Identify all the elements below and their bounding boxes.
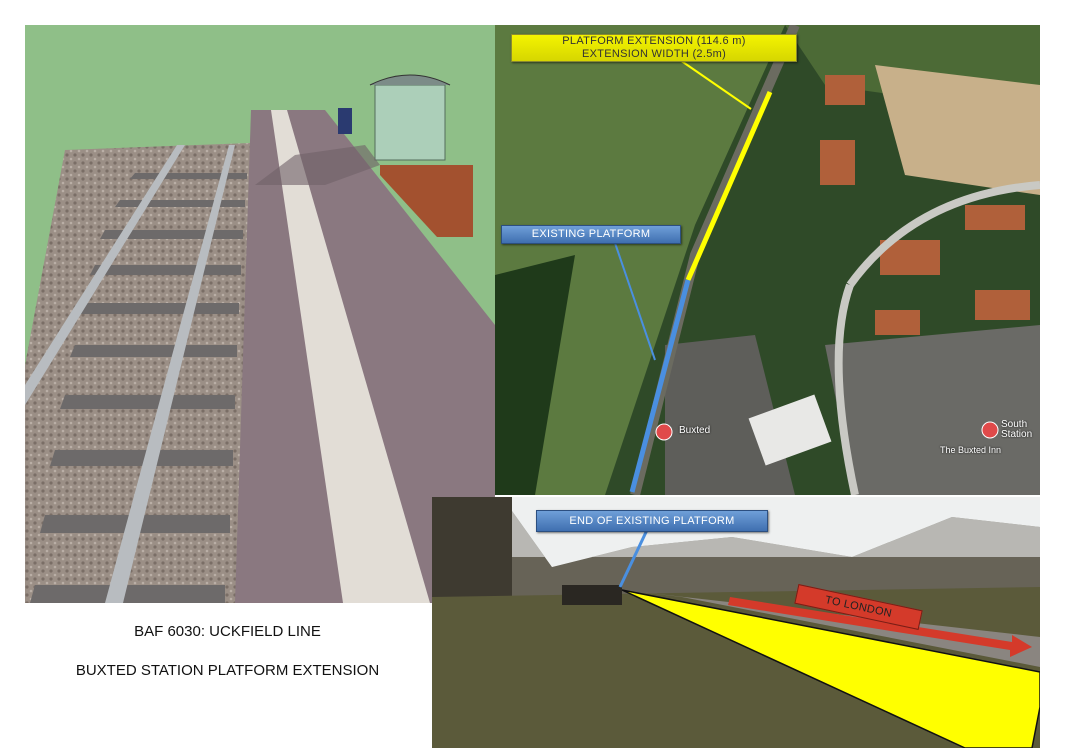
render-image (25, 25, 495, 603)
aerial-image (495, 25, 1040, 495)
caption-line-1: BAF 6030: UCKFIELD LINE (134, 623, 321, 640)
map-label-buxted: Buxted (679, 425, 711, 436)
platform-3d-render (25, 25, 495, 603)
bin-icon (338, 108, 352, 134)
aerial-map: PLATFORM EXTENSION (114.6 m) EXTENSION W… (495, 25, 1040, 495)
extension-length-text: PLATFORM EXTENSION (114.6 m) (562, 35, 746, 47)
map-label-south-station: South Station (1001, 420, 1033, 440)
caption-line-2: BUXTED STATION PLATFORM EXTENSION (75, 662, 380, 679)
extension-width-text: EXTENSION WIDTH (2.5m) (581, 48, 727, 60)
station-marker-icon (981, 421, 999, 439)
map-label-inn: The Buxted Inn (940, 445, 1002, 455)
end-of-platform-label: END OF EXISTING PLATFORM (536, 510, 768, 532)
station-marker-icon (655, 423, 673, 441)
existing-platform-label: EXISTING PLATFORM (501, 225, 681, 244)
site-photo: END OF EXISTING PLATFORM TO LONDON (432, 497, 1040, 748)
photo-image (432, 497, 1040, 748)
extension-label: PLATFORM EXTENSION (114.6 m) EXTENSION W… (511, 34, 797, 62)
